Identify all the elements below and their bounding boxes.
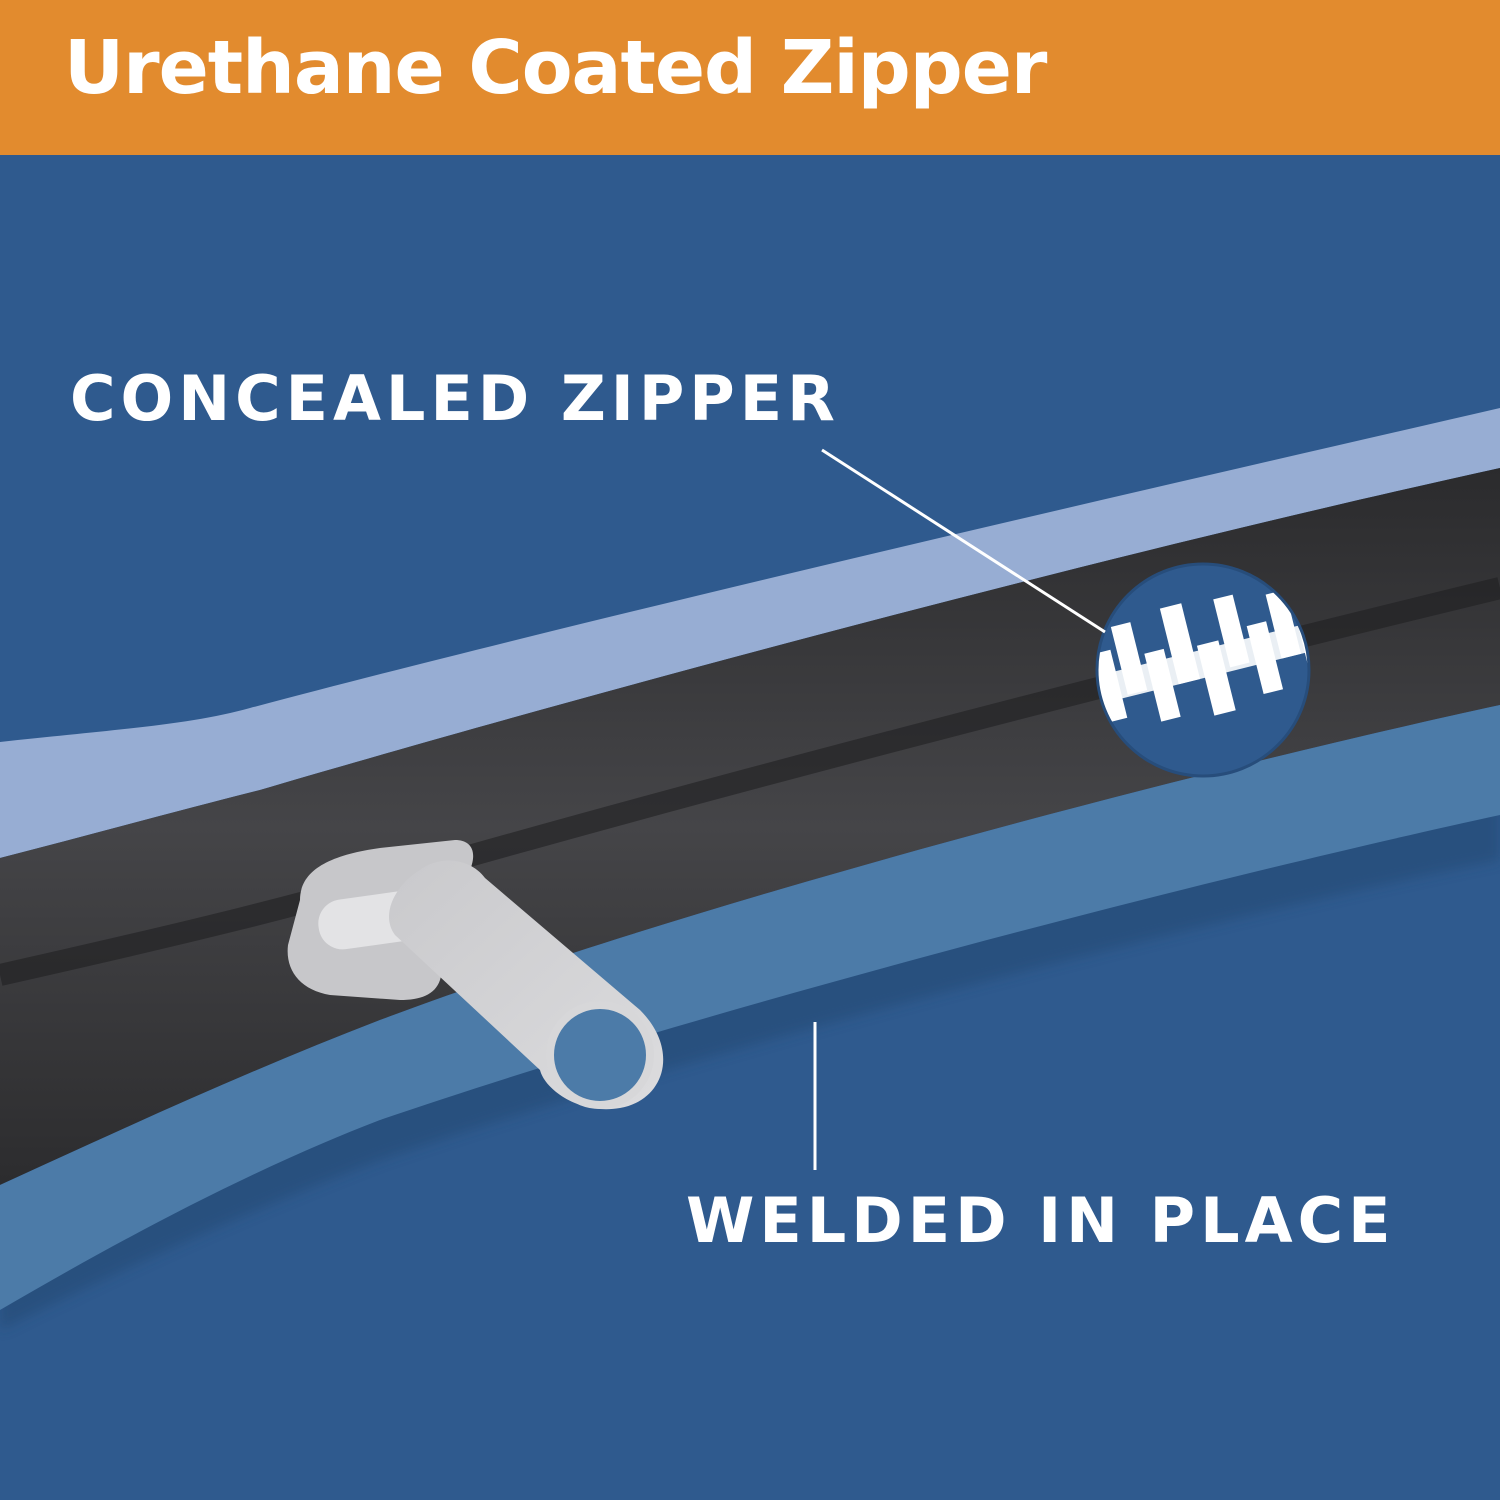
lower-band (0, 705, 1500, 1310)
lower-band-shadow (0, 800, 1500, 1330)
zipper-pull-icon (287, 840, 664, 1110)
pull-tab-hole (546, 1001, 654, 1109)
concealed-zipper-label: CONCEALED ZIPPER (70, 362, 840, 435)
concealed-leader-line (821, 448, 1106, 634)
header-banner: Urethane Coated Zipper (0, 0, 1500, 155)
upper-band (0, 408, 1500, 858)
welded-in-place-label: WELDED IN PLACE (686, 1184, 1396, 1257)
zipper-illustration (0, 408, 1500, 1330)
page-title: Urethane Coated Zipper (64, 25, 1047, 111)
